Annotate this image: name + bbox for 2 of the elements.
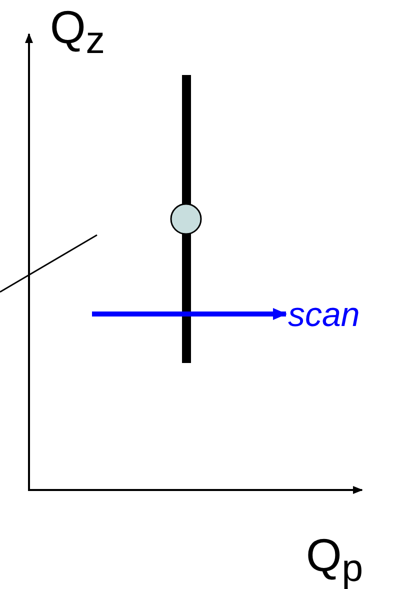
axis-label: Q$_{z}$ — [50, 4, 105, 61]
scan-label: scan — [288, 298, 360, 332]
